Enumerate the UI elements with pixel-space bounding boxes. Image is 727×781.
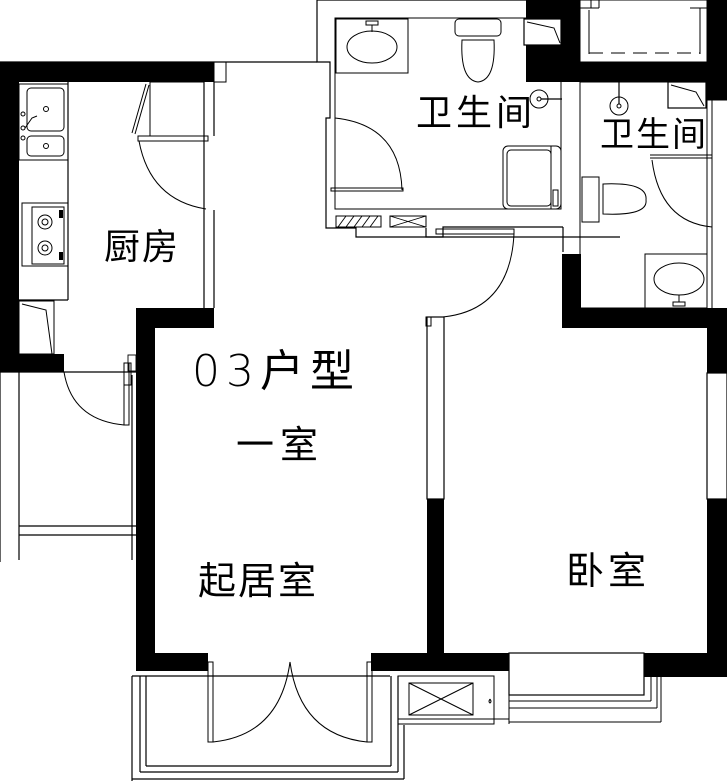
ac-unit-icon	[397, 671, 510, 725]
entry-door-icon	[425, 228, 515, 327]
floor-drain-icon	[529, 89, 562, 109]
floor-drain-icon	[609, 82, 629, 116]
toilet-icon	[454, 18, 502, 83]
shower-tray-icon	[502, 145, 562, 210]
room-label-kitchen: 厨房	[104, 227, 181, 268]
water-heater-icon	[523, 18, 562, 49]
refrigerator-icon	[18, 300, 55, 355]
double-door-icon	[207, 661, 373, 743]
bathtub-icon	[579, 0, 708, 63]
washbasin-icon	[644, 253, 708, 309]
unit-type-label: 03户型	[192, 346, 360, 397]
water-heater-icon	[667, 81, 707, 109]
toilet-icon	[581, 176, 647, 223]
room-label-bathroom-main: 卫生间	[416, 93, 537, 134]
ensuite-door-icon	[651, 159, 713, 228]
washbasin-icon	[335, 18, 409, 74]
west-balcony	[0, 362, 136, 562]
hatched-shaft	[337, 215, 427, 228]
south-balcony	[131, 675, 405, 781]
kitchen-door-icon	[131, 83, 207, 210]
bathroom-door-icon	[330, 117, 404, 192]
partition-lines	[0, 0, 727, 500]
layout-label: 一室	[236, 423, 325, 467]
bedroom-bay-window	[508, 652, 662, 723]
double-sink-icon	[18, 83, 69, 161]
gas-stove-icon	[21, 202, 69, 267]
room-label-bathroom-ensuite: 卫生间	[600, 115, 708, 155]
room-label-bedroom: 卧室	[566, 549, 651, 593]
room-label-living-room: 起居室	[198, 559, 319, 603]
